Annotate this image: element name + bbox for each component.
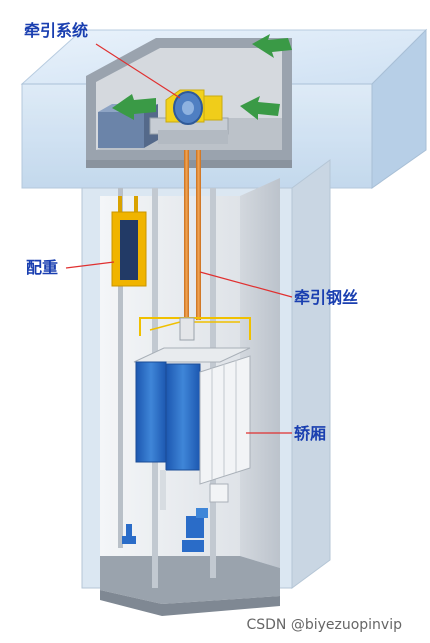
leader-traction-rope bbox=[199, 271, 293, 298]
airflow-arrow-icon bbox=[240, 96, 280, 120]
label-counterweight: 配重 bbox=[26, 258, 59, 277]
airflow-arrow-icon bbox=[112, 94, 156, 120]
leader-counterweight bbox=[65, 261, 115, 269]
pit-buffers bbox=[122, 508, 208, 552]
watermark: CSDN @biyezuopinvip bbox=[246, 617, 402, 633]
counterweight bbox=[111, 196, 147, 287]
traction-machine bbox=[149, 89, 229, 144]
elevator-car bbox=[133, 317, 251, 510]
label-traction-rope: 牵引钢丝 bbox=[294, 288, 359, 307]
leader-lines bbox=[65, 43, 293, 434]
label-car: 轿厢 bbox=[294, 424, 327, 443]
leader-traction-system bbox=[95, 43, 181, 99]
traction-ropes bbox=[184, 150, 201, 320]
airflow-arrows bbox=[112, 34, 292, 120]
airflow-arrow-icon bbox=[252, 34, 292, 58]
label-traction-system: 牵引系统 bbox=[24, 21, 89, 40]
